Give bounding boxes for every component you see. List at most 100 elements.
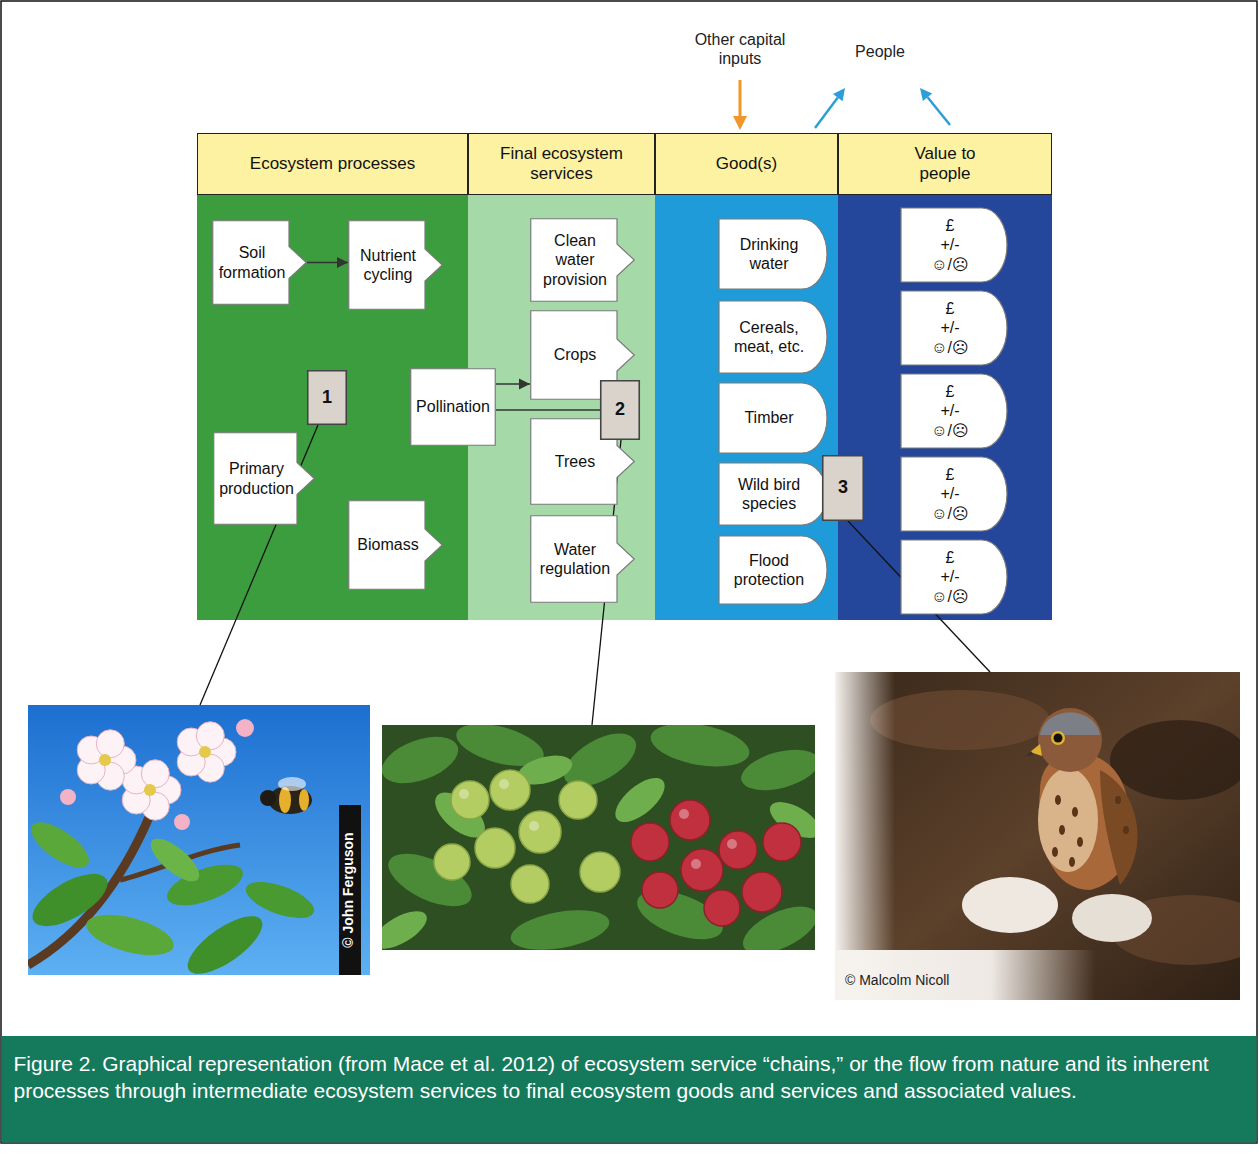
apple-tree-photo [631, 823, 669, 861]
bird-photo [835, 950, 1095, 1000]
apple-tree-photo [382, 904, 432, 950]
box-outline-path [901, 208, 1007, 282]
apple-tree-photo [434, 844, 470, 880]
value-box: £+/-☺/☹ [900, 456, 1008, 532]
apple-tree-photo [475, 828, 515, 868]
apple-tree-photo [382, 750, 815, 950]
apple-tree-photo [559, 781, 597, 819]
column-header: Ecosystem processes [197, 133, 468, 195]
people-label: People [845, 42, 915, 61]
apple-tree-photo [451, 781, 489, 819]
caption-box: Figure 2. Graphical representation (from… [2, 1036, 1257, 1142]
value-symbol: £ [906, 299, 994, 318]
bird-photo [1110, 720, 1240, 800]
people-arrow [928, 97, 950, 125]
box-outline-path [901, 457, 1007, 531]
apple-tree-photo [691, 859, 701, 869]
people-arrow [833, 88, 845, 101]
apple-tree-photo [642, 872, 678, 908]
box-outline-path [213, 221, 307, 305]
bird-photo [1059, 825, 1065, 835]
box-label: Wild bird species [724, 475, 814, 513]
photo-credit-holder: © John Ferguson [340, 805, 360, 975]
people-arrow [815, 88, 950, 128]
column-heading: Value to people [908, 144, 983, 185]
blossom-photo [28, 705, 370, 975]
box-outline-path [349, 501, 443, 590]
box-label: Biomass [353, 535, 423, 554]
blossom-photo [99, 754, 111, 766]
people-label-holder: People [845, 42, 915, 61]
capital-input-arrow [733, 80, 747, 130]
value-symbol: ☺/☹ [906, 504, 994, 523]
blossom-photo [299, 789, 309, 811]
box-outline-path [901, 291, 1007, 365]
box-outline-path [719, 536, 827, 604]
apple-tree-photo [670, 800, 710, 840]
apple-tree-photo [704, 890, 740, 926]
value-symbol: +/- [906, 318, 994, 337]
blossom-photo [28, 705, 370, 975]
leader-line [848, 521, 990, 672]
apple-tree-photo [580, 852, 620, 892]
bird-photo [1123, 826, 1129, 834]
box-label: Drinking water [724, 235, 814, 273]
value-symbol: +/- [906, 235, 994, 254]
value-symbol: £ [906, 382, 994, 401]
bird-photo [1026, 751, 1034, 756]
caption-band [2, 1036, 1257, 1143]
blossom-photo [141, 760, 169, 788]
apple-tree-photo [508, 904, 613, 950]
callout-number: 1 [310, 387, 344, 409]
value-box: £+/-☺/☹ [900, 373, 1008, 449]
callout-number: 2 [603, 399, 637, 421]
apple-tree-photo [742, 872, 782, 912]
input-label-holder: Other capital inputs [675, 30, 805, 68]
box-outline-path [411, 369, 496, 446]
process-box: Pollination [410, 368, 496, 446]
process-box: Soil formation [212, 220, 307, 305]
apple-tree-photo [459, 789, 469, 799]
box-outline-path [719, 301, 827, 373]
apple-tree-photo [727, 839, 737, 849]
column-header: Final ecosystem services [468, 133, 655, 195]
apple-tree-photo [511, 865, 549, 903]
blossom-photo [241, 875, 318, 926]
box-outline-path [719, 219, 827, 289]
box-label: Water regulation [535, 540, 615, 578]
connector-arrow [496, 409, 600, 411]
box-outline [718, 300, 828, 374]
box-outline [212, 220, 307, 305]
people-arrow [920, 88, 932, 101]
value-symbol: +/- [906, 567, 994, 586]
capital-input-arrow [739, 80, 742, 118]
callout-number: 3 [825, 477, 861, 499]
box-outline [718, 218, 828, 290]
box-outline-path [531, 516, 635, 603]
blossom-photo [279, 787, 291, 813]
box-outline-path [719, 383, 827, 453]
apple-tree-photo [499, 779, 509, 789]
apple-tree-photo [763, 823, 801, 861]
value-symbol: +/- [906, 401, 994, 420]
photo-credit-holder: © Malcolm Nicoll [845, 972, 1025, 989]
goods-box: Timber [718, 382, 828, 454]
box-label: Soil formation [217, 243, 287, 281]
capital-input-arrow [733, 116, 747, 130]
box-outline-path [349, 221, 443, 310]
box-outline [348, 220, 443, 310]
bird-photo [1040, 713, 1100, 736]
bird-photo [1100, 770, 1137, 885]
apple-tree-photo [382, 725, 815, 950]
value-box: £+/-☺/☹ [900, 539, 1008, 615]
callout-box: 1 [307, 370, 347, 425]
connector-arrow [307, 262, 348, 264]
value-symbol: ☺/☹ [906, 421, 994, 440]
blossom-photo [278, 777, 306, 791]
box-outline-path [531, 419, 635, 505]
value-symbol: ☺/☹ [906, 255, 994, 274]
column-header: Value to people [838, 133, 1052, 195]
apple-tree-photo [382, 725, 815, 950]
apple-tree-photo [434, 770, 620, 903]
